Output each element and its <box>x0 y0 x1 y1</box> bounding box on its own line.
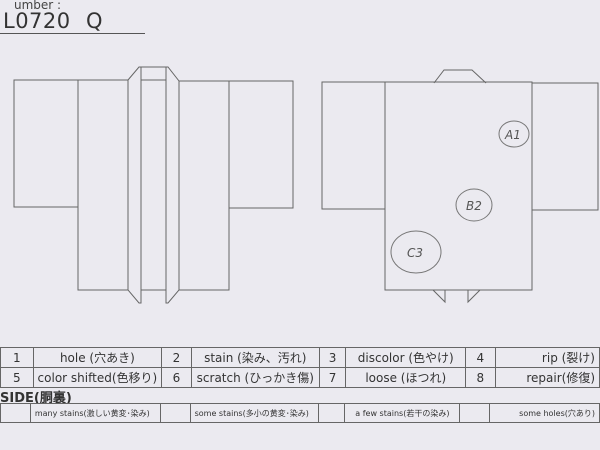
side-option: a few stains(若干の染み) <box>344 403 461 423</box>
side-option: many stains(激しい黄変･染み) <box>29 403 161 423</box>
side-checkbox[interactable] <box>459 403 491 423</box>
annotation-c3: C3 <box>407 246 423 260</box>
back-right-sleeve <box>531 82 599 211</box>
front-right-panel <box>178 80 230 291</box>
side-option: some holes(穴あり) <box>489 403 600 423</box>
item-code: L0720 <box>3 9 71 33</box>
side-checkbox[interactable] <box>159 403 191 423</box>
back-view-diagram: A1 B2 C3 <box>321 69 599 304</box>
legend-label: discolor (色やけ) <box>345 347 467 368</box>
legend-number: 5 <box>0 367 34 388</box>
annotation-circle-b2 <box>455 188 493 222</box>
annotation-circle-a1 <box>498 120 530 148</box>
side-row: many stains(激しい黄変･染み) some stains(多小の黄変･… <box>0 403 600 423</box>
legend-number: 3 <box>318 347 347 368</box>
back-collar <box>433 69 487 84</box>
legend-label: scratch (ひっかき傷) <box>190 367 320 388</box>
front-left-sleeve <box>13 79 79 208</box>
annotation-a1: A1 <box>504 128 521 142</box>
annotation-b2: B2 <box>466 199 482 213</box>
legend-label: loose (ほつれ) <box>345 367 467 388</box>
legend-number: 1 <box>0 347 34 368</box>
front-center-gap <box>140 66 167 291</box>
legend-number: 8 <box>465 367 496 388</box>
front-left-panel <box>77 79 129 291</box>
legend-label: hole (穴あき) <box>32 347 163 368</box>
legend-row: 5 color shifted(色移り) 6 scratch (ひっかき傷) 7… <box>0 367 600 388</box>
legend-number: 6 <box>161 367 192 388</box>
side-heading: SIDE(胴裏) <box>0 391 72 406</box>
side-checkbox[interactable] <box>0 403 31 423</box>
item-grade: Q <box>86 9 103 33</box>
legend-number: 7 <box>318 367 347 388</box>
front-left-collar <box>127 66 142 304</box>
legend-label: color shifted(色移り) <box>32 367 163 388</box>
legend-number: 4 <box>465 347 496 368</box>
legend-label: stain (染み、汚れ) <box>190 347 320 368</box>
legend-label: rip (裂け) <box>494 347 600 368</box>
annotation-circle-c3 <box>390 230 442 274</box>
side-condition-table: many stains(激しい黄変･染み) some stains(多小の黄変･… <box>0 403 600 423</box>
back-right-tab <box>467 289 481 304</box>
legend-label: repair(修復) <box>494 367 600 388</box>
kimono-diagrams: A1 B2 C3 <box>13 66 599 304</box>
damage-legend-table: 1 hole (穴あき) 2 stain (染み、汚れ) 3 discolor … <box>0 347 600 388</box>
back-left-sleeve <box>321 81 386 210</box>
side-option: some stains(多小の黄変･染み) <box>189 403 319 423</box>
back-left-tab <box>432 289 446 304</box>
legend-number: 2 <box>161 347 192 368</box>
front-right-collar <box>165 66 180 304</box>
number-label: umber : <box>14 0 62 12</box>
legend-row: 1 hole (穴あき) 2 stain (染み、汚れ) 3 discolor … <box>0 347 600 368</box>
front-view-diagram <box>13 66 294 304</box>
front-right-sleeve <box>228 80 294 209</box>
code-underline <box>0 33 145 34</box>
side-checkbox[interactable] <box>317 403 346 423</box>
